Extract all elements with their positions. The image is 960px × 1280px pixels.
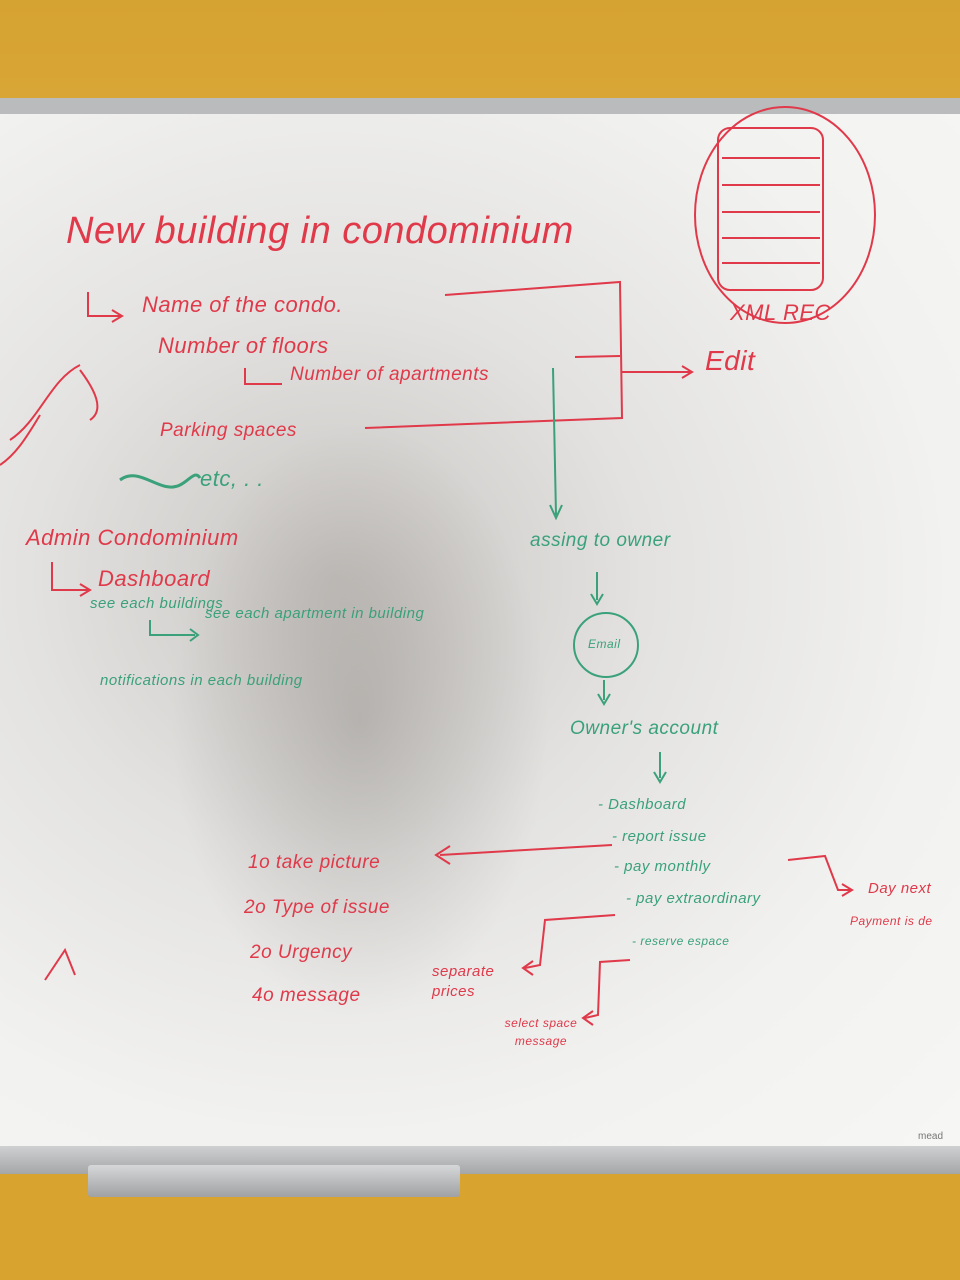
- field-parking: Parking spaces: [160, 420, 297, 441]
- select-space-message: select space message: [504, 1016, 578, 1048]
- email-circle: [573, 612, 639, 678]
- field-name: Name of the condo.: [142, 292, 344, 317]
- step-1: 1o take picture: [248, 852, 381, 873]
- see-buildings: see each buildings: [90, 595, 224, 612]
- arrow-to-day-next: [841, 883, 854, 897]
- menu-dashboard: - Dashboard: [598, 796, 687, 813]
- day-next: Day next: [868, 880, 932, 897]
- database-icon: [717, 127, 824, 291]
- step-3: 2o Urgency: [250, 942, 353, 963]
- menu-reserve-space: - reserve espace: [632, 934, 730, 948]
- database-circle: [694, 106, 876, 324]
- owner-account: Owner's account: [570, 718, 719, 739]
- field-apartments: Number of apartments: [290, 364, 490, 385]
- see-apartments: see each apartment in building: [205, 605, 425, 622]
- menu-pay-extraordinary: - pay extraordinary: [626, 890, 761, 907]
- admin-dashboard: Dashboard: [98, 566, 211, 591]
- ellipsis-note: etc, . .: [200, 466, 264, 491]
- arrow-to-steps: [434, 845, 451, 865]
- separate-prices: separate prices: [432, 963, 495, 1000]
- photographer-shadow: [170, 420, 550, 1020]
- menu-report-issue: - report issue: [612, 828, 707, 845]
- step-4: 4o message: [252, 985, 361, 1006]
- payment-due: Payment is de: [850, 914, 933, 928]
- xml-label: XML REC: [730, 300, 831, 325]
- yellow-wall: [0, 0, 960, 100]
- edit-label: Edit: [705, 345, 756, 376]
- notifications: notifications in each building: [100, 672, 303, 689]
- menu-pay-monthly: - pay monthly: [614, 858, 711, 875]
- eraser: [88, 1165, 460, 1197]
- arrow-to-assign: [549, 504, 563, 521]
- board-brand-logo: mead: [918, 1131, 944, 1142]
- arrow-to-edit: [681, 365, 694, 379]
- assign-owner: assing to owner: [530, 530, 671, 551]
- arrow-to-separate: [521, 960, 534, 976]
- title-new-building: New building in condominium: [66, 210, 574, 252]
- whiteboard: [0, 114, 960, 1146]
- admin-title: Admin Condominium: [26, 525, 239, 550]
- arrow-to-select: [581, 1010, 594, 1026]
- step-2: 2o Type of issue: [244, 897, 391, 918]
- field-floors: Number of floors: [158, 333, 329, 358]
- email-label: Email: [588, 637, 621, 651]
